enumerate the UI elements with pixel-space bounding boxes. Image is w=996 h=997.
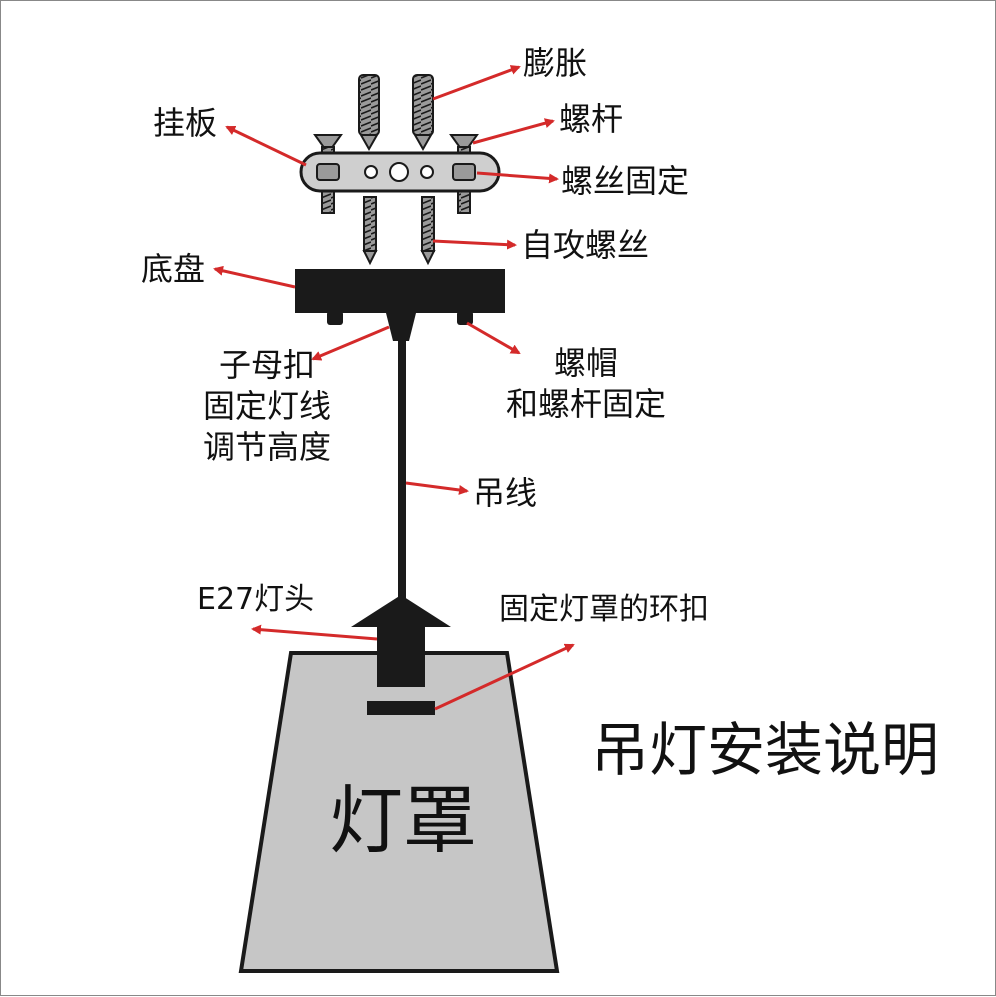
shade-ring-clasp bbox=[367, 701, 435, 715]
arrow-nut bbox=[466, 321, 521, 355]
arrows bbox=[213, 65, 575, 711]
expansion-anchor-right bbox=[412, 74, 434, 152]
expansion-anchor-left bbox=[358, 74, 380, 152]
arrow-cable bbox=[405, 481, 469, 495]
self-tapping-screw-right bbox=[420, 196, 436, 266]
label-clasp: 子母扣 固定灯线 调节高度 bbox=[191, 347, 343, 465]
label-self-tapping: 自攻螺丝 bbox=[521, 226, 650, 264]
arrow-clasp bbox=[311, 325, 390, 361]
label-nut: 螺帽 和螺杆固定 bbox=[491, 345, 681, 423]
arrow-expansion bbox=[432, 65, 521, 101]
label-screw-rod: 螺杆 bbox=[559, 100, 624, 138]
label-ring: 固定灯罩的环扣 bbox=[499, 592, 709, 627]
arrow-ring bbox=[434, 643, 575, 711]
arrow-screw-rod bbox=[472, 118, 555, 145]
e27-socket bbox=[351, 595, 451, 683]
label-base: 底盘 bbox=[141, 250, 206, 288]
diagram-title: 吊灯安装说明 bbox=[591, 716, 940, 784]
lamp-shade bbox=[238, 651, 560, 973]
arrow-socket bbox=[251, 624, 378, 641]
label-clasp-line-2: 固定灯线 bbox=[202, 386, 331, 425]
label-clasp-line-3: 调节高度 bbox=[202, 427, 331, 466]
label-socket: E27灯头 bbox=[197, 582, 315, 617]
label-hanging-plate: 挂板 bbox=[153, 104, 218, 142]
hanging-plate bbox=[299, 151, 501, 193]
self-tapping-screw-left bbox=[362, 196, 378, 266]
label-nut-line-1: 螺帽 bbox=[553, 344, 618, 382]
label-screw-fix: 螺丝固定 bbox=[561, 162, 690, 200]
arrow-base bbox=[213, 265, 296, 289]
base-canopy bbox=[295, 269, 505, 341]
hanging-cable bbox=[398, 339, 406, 601]
arrow-hanging-plate bbox=[225, 125, 307, 167]
label-expansion: 膨胀 bbox=[523, 44, 588, 82]
label-nut-line-2: 和螺杆固定 bbox=[505, 384, 666, 423]
label-clasp-line-1: 子母扣 bbox=[218, 346, 315, 384]
label-cable: 吊线 bbox=[473, 474, 538, 512]
arrow-screw-fix bbox=[476, 171, 559, 184]
shade-label: 灯罩 bbox=[329, 778, 477, 864]
arrow-self-tapping bbox=[432, 239, 517, 250]
